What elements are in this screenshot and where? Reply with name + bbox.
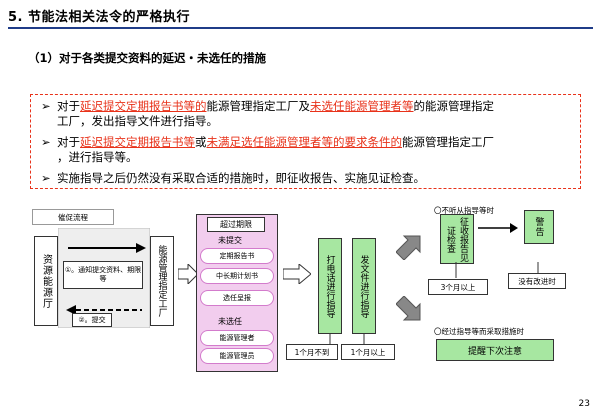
notice-box: ➢对于延迟提交定期报告书等的能源管理指定工厂及未选任能源管理者等的能源管理指定 … [30,94,581,189]
factory-box: 能源管理指定工厂 [150,236,174,326]
right-arrow-icon [178,264,198,284]
page-title: 5. 节能法相关法令的严格执行 [8,10,191,25]
reminder-box: 提醒下次注意 [436,339,554,361]
report-item: 选任呈报 [200,290,274,306]
not-submitted-label: 未提交 [218,236,242,245]
bullet-1: ➢对于延迟提交定期报告书等的能源管理指定工厂及未选任能源管理者等的能源管理指定 … [41,99,494,128]
inspection-box: 征收报告见证检查 [440,214,474,264]
manager-item: 能源管理者 [200,330,274,346]
arrow-icon: ➢ [41,171,51,185]
time-over-3-months: 3个月以上 [428,279,488,295]
bullet-3: ➢实施指导之后仍然没有采取合适的措施时，即征收报告、实施见证检查。 [41,171,425,185]
down-right-arrow-icon [396,296,421,321]
arrow-icon: ➢ [41,135,51,149]
branch-lines [329,334,365,344]
deadline-title: 超过期限 [207,217,265,232]
manager-item: 能源管理员 [200,348,274,364]
phone-guidance-box: 打电话进行指导 [318,238,342,334]
page-number: 23 [578,399,590,409]
not-selected-label: 未选任 [218,317,242,326]
no-follow-note: 〇不听从指导等时 [434,206,494,215]
section-subtitle: （1）对于各类提交资料的延迟・未选任的措施 [28,51,266,65]
measures-note: 〇经过指导等而采取措施时 [434,327,524,336]
title-underline [8,27,593,29]
flow-header: 催促流程 [32,209,114,225]
bullet-2: ➢对于延迟提交定期报告书等或未满足选任能源管理者等的要求条件的能源管理指定工厂 … [41,135,494,164]
step2-label: ②。提交 [72,313,112,327]
agency-box: 资源能源厅 [34,236,58,326]
report-item: 中长期计划书 [200,268,274,284]
warning-box: 警告 [524,210,554,244]
up-right-arrow-icon [396,235,421,260]
no-improvement-label: 没有改进时 [508,273,566,289]
document-guidance-box: 发文件进行指导 [352,238,376,334]
time-under-month: 1个月不到 [286,344,338,360]
arrow-icon: ➢ [41,99,51,113]
right-arrow-icon [478,223,518,233]
time-over-month: 1个月以上 [341,344,395,360]
right-arrow-icon [283,264,311,284]
step1-label: ①。通知提交资料、期限等 [63,261,143,289]
report-item: 定期报告书 [200,248,274,264]
